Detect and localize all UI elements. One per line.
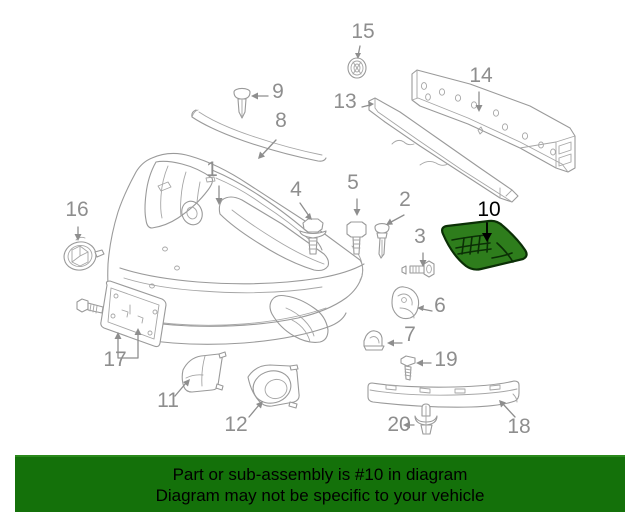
part-6-side-retainer [391, 286, 420, 320]
part-9-push-pin-clip [233, 87, 251, 119]
part-8-upper-trim-seal [191, 109, 327, 162]
callout-arrow-11 [174, 379, 190, 397]
part-20-valance-push-clip [414, 403, 438, 435]
part-19-valance-screw [400, 355, 416, 381]
part-note-banner: Part or sub-assembly is #10 in diagram D… [15, 455, 625, 512]
callout-arrow-16 [74, 226, 82, 241]
callout-number-8: 8 [275, 109, 287, 132]
part-7-clip-bracket [363, 330, 385, 351]
part-12-fog-lamp-bezel [247, 364, 300, 409]
part-note-line-1: Part or sub-assembly is #10 in diagram [172, 464, 468, 484]
part-15-grommet-clip [347, 57, 367, 79]
callout-number-group: 1 2 3 4 5 6 7 8 9 10 11 12 13 14 15 16 1… [65, 20, 530, 438]
part-3-retainer-screw [401, 260, 435, 278]
part-2-bumper-cover-clip [374, 223, 390, 259]
callout-arrow-19 [416, 359, 432, 367]
callout-number-1: 1 [206, 158, 218, 181]
part-11-fog-lamp-hole-cover [181, 351, 227, 393]
callout-number-9: 9 [272, 80, 284, 103]
callout-number-4: 4 [290, 178, 302, 201]
callout-number-13: 13 [333, 90, 356, 113]
callout-number-19: 19 [434, 348, 457, 371]
callout-number-14: 14 [469, 64, 493, 87]
callout-arrow-12 [248, 401, 263, 418]
callout-arrow-15 [355, 45, 361, 59]
part-5-hex-head-bolt [346, 221, 367, 255]
callout-arrow-3 [419, 252, 427, 267]
callout-arrow-14 [475, 91, 483, 112]
callout-arrow-6 [417, 305, 433, 312]
part-16-tow-hook-cover-cap [63, 236, 105, 271]
part-13-energy-absorber [368, 97, 519, 203]
callout-number-12: 12 [224, 413, 247, 436]
part-note-line-2: Diagram may not be specific to your vehi… [155, 485, 485, 505]
callout-arrow-7 [387, 339, 403, 347]
callout-number-2: 2 [399, 188, 411, 211]
part-14-reinforcement-beam [411, 69, 576, 173]
callout-arrow-5 [353, 198, 361, 216]
part-17-bracket-screw [76, 298, 104, 314]
callout-number-10: 10 [477, 198, 500, 221]
callout-number-17: 17 [103, 348, 126, 371]
callout-arrow-9 [251, 92, 269, 100]
callout-arrow-4 [299, 202, 312, 220]
part-17-license-plate-bracket [100, 280, 167, 348]
callout-arrow-18 [499, 400, 516, 418]
callout-arrow-8 [258, 139, 277, 159]
callout-number-11: 11 [157, 389, 179, 412]
callout-number-3: 3 [414, 225, 426, 248]
part-18-lower-valance-spoiler [367, 380, 520, 408]
callout-arrow-1 [215, 185, 223, 205]
callout-number-16: 16 [65, 198, 88, 221]
part-10-fog-lamp-cover-bezel-highlighted [441, 219, 528, 271]
part-1-front-bumper-cover [107, 152, 365, 345]
callout-arrow-10 [482, 222, 492, 242]
callout-arrow-13 [361, 101, 374, 108]
callout-number-6: 6 [434, 294, 446, 317]
callout-number-5: 5 [347, 171, 359, 194]
callout-number-20: 20 [387, 413, 410, 436]
callout-number-18: 18 [507, 415, 530, 438]
callout-number-7: 7 [404, 323, 416, 346]
part-4-hex-flange-bolt [299, 218, 327, 255]
callout-arrow-20 [403, 421, 415, 429]
callout-number-15: 15 [351, 20, 374, 43]
callout-arrow-17 [114, 328, 142, 359]
callout-arrow-2 [386, 214, 405, 225]
